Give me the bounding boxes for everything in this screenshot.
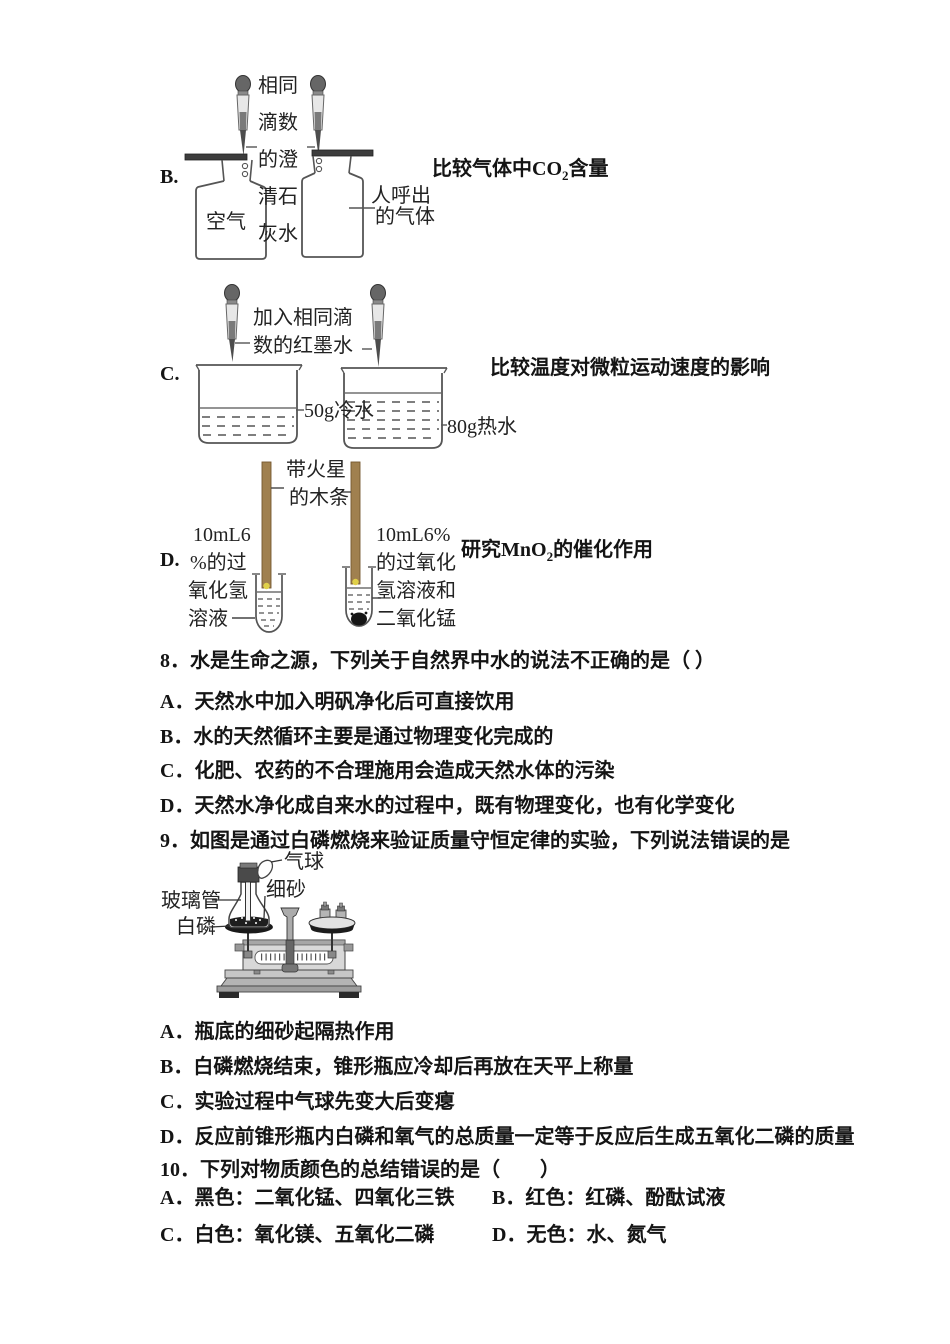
exhaled-gas-label-line1: 人呼出: [371, 185, 431, 207]
wooden-splint-right: [350, 461, 361, 586]
beaker-cold-water: [195, 364, 304, 444]
red-ink-label-line2: 数的红墨水: [253, 335, 353, 357]
question-8-option-c: C．化肥、农药的不合理施用会造成天然水体的污染: [160, 760, 615, 782]
glass-tube-label: 玻璃管: [161, 890, 221, 912]
balance-base: [216, 969, 362, 998]
question-10-option-a: A．黑色：二氧化锰、四氧化三铁: [160, 1187, 455, 1209]
gas-bottles-diagram: [184, 75, 375, 260]
gas-bottle-air: [184, 153, 267, 260]
balance-pillar: [280, 907, 300, 973]
cold-water-label: 50g冷水: [304, 400, 374, 422]
red-ink-label-line1: 加入相同滴: [253, 307, 353, 329]
option-d-caption: 研究MnO2的催化作用: [461, 539, 654, 564]
wooden-splint-left: [261, 461, 272, 590]
question-8-option-b: B．水的天然循环主要是通过物理变化完成的: [160, 726, 554, 748]
spark: [263, 582, 270, 590]
conical-flask: [228, 859, 274, 929]
balance-right-pan: [308, 901, 356, 934]
stopper: [237, 866, 260, 883]
mno2-powder: [351, 612, 367, 626]
question-10-option-b: B．红色：红磷、酚酞试液: [492, 1187, 726, 1209]
dropper-right: [310, 75, 326, 156]
exhaled-gas-label-line2: 的气体: [375, 206, 435, 228]
balloon: [257, 859, 274, 879]
question-9-option-b: B．白磷燃烧结束，锥形瓶应冷却后再放在天平上称量: [160, 1056, 634, 1078]
option-c-letter: C.: [160, 363, 180, 385]
test-tubes-diagram: [232, 461, 381, 633]
dropper-left: [224, 284, 240, 362]
spark: [352, 578, 359, 586]
option-b-caption: 比较气体中CO2含量: [432, 158, 609, 183]
beakers-diagram: [195, 284, 448, 449]
question-8-option-a: A．天然水中加入明矾净化后可直接饮用: [160, 691, 515, 713]
fine-sand-label: 细砂: [266, 879, 306, 901]
splint-label-line1: 带火星: [286, 459, 346, 481]
option-d-letter: D.: [160, 549, 180, 571]
hot-water-label: 80g热水: [447, 416, 517, 438]
question-10-stem: 10．下列对物质颜色的总结错误的是（ ）: [160, 1159, 560, 1181]
balance-diagram: [210, 859, 362, 998]
test-tube-peroxide-mno2: [342, 566, 381, 627]
test-tube-peroxide: [232, 573, 286, 633]
option-c-caption: 比较温度对微粒运动速度的影响: [490, 357, 770, 379]
dropper-left: [235, 75, 251, 156]
white-phosphorus-label: 白磷: [176, 916, 216, 938]
question-9-option-a: A．瓶底的细砂起隔热作用: [160, 1021, 395, 1043]
question-10-option-d: D．无色：水、氮气: [492, 1224, 667, 1246]
glass-tube: [245, 879, 251, 922]
gas-bottle-exhaled: [301, 149, 375, 258]
dropper-right: [370, 284, 386, 367]
question-10-option-c: C．白色：氧化镁、五氧化二磷: [160, 1224, 435, 1246]
air-label: 空气: [206, 211, 246, 233]
question-9-option-c: C．实验过程中气球先变大后变瘪: [160, 1091, 455, 1113]
question-8-stem: 8．水是生命之源，下列关于自然界中水的说法不正确的是（ ）: [160, 650, 715, 672]
balloon-label: 气球: [284, 851, 324, 873]
option-b-letter: B.: [160, 166, 179, 188]
splint-label-line2: 的木条: [289, 487, 349, 509]
question-8-option-d: D．天然水净化成自来水的过程中，既有物理变化，也有化学变化: [160, 795, 735, 817]
question-9-stem: 9．如图是通过白磷燃烧来验证质量守恒定律的实验，下列说法错误的是: [160, 830, 790, 852]
beaker-hot-water: [340, 367, 448, 449]
question-9-option-d: D．反应前锥形瓶内白磷和氧气的总质量一定等于反应后生成五氧化二磷的质量: [160, 1126, 855, 1148]
